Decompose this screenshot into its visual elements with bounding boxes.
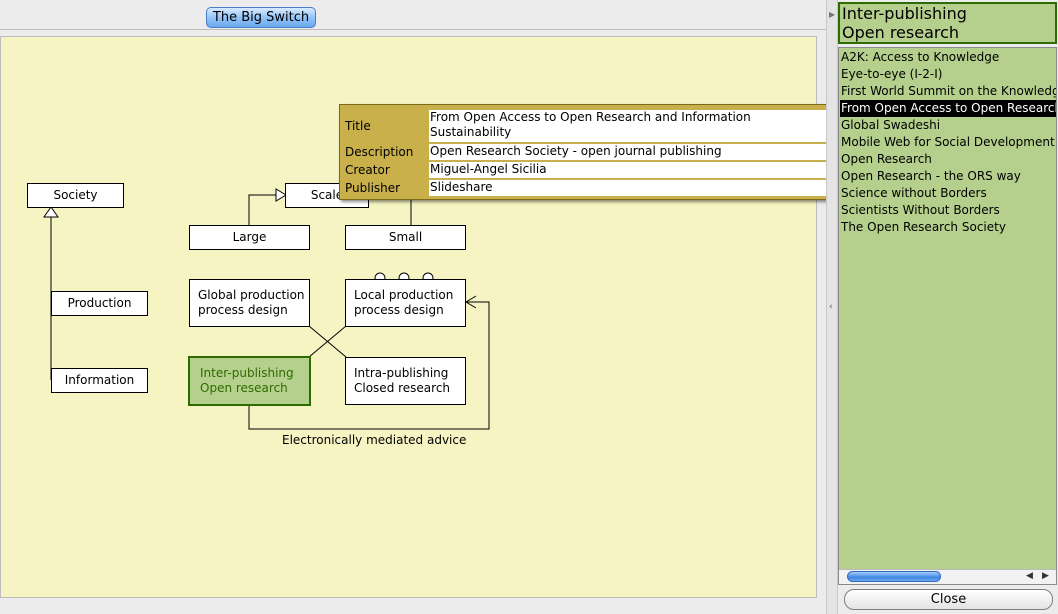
list-item[interactable]: The Open Research Society [841,220,1006,234]
tooltip-publisher-value: Slideshare [429,180,831,196]
scrollbar-thumb[interactable] [847,571,941,582]
panel-splitter[interactable] [826,0,838,614]
tooltip-title-value: From Open Access to Open Research and In… [429,110,831,142]
list-item[interactable]: Mobile Web for Social Development (M [841,135,1057,149]
node-inter-line1: Inter-publishing [200,366,294,380]
node-local-production[interactable]: Local production process design [345,279,466,327]
resource-tooltip: Title From Open Access to Open Research … [339,104,835,200]
edge-label: Electronically mediated advice [282,433,467,447]
node-large-label: Large [232,230,267,244]
list-item[interactable]: Global Swadeshi [841,118,941,132]
node-information-label: Information [64,373,135,387]
node-small-label: Small [388,230,423,244]
tooltip-creator-value: Miguel-Angel Sicilia [429,162,831,178]
list-item-selected[interactable]: From Open Access to Open Research [840,100,1057,117]
panel-title: Inter-publishing Open research [838,2,1057,44]
node-global-line2: process design [198,303,288,317]
tooltip-title-line1: From Open Access to Open Research and In… [430,110,751,124]
node-local-line2: process design [354,303,444,317]
node-inter-publishing[interactable]: Inter-publishing Open research [188,356,311,406]
close-button[interactable]: Close [844,589,1053,610]
list-item[interactable]: A2K: Access to Knowledge [841,50,1000,64]
node-information[interactable]: Information [51,368,148,393]
node-intra-line2: Closed research [354,381,451,395]
node-scale-label: Scale [310,188,344,202]
resource-list[interactable]: A2K: Access to Knowledge Eye-to-eye (I-2… [838,47,1057,585]
tab-the-big-switch[interactable]: The Big Switch [206,7,316,28]
list-item[interactable]: Eye-to-eye (I-2-I) [841,67,943,81]
node-intra-publishing[interactable]: Intra-publishing Closed research [345,357,466,405]
list-item[interactable]: Scientists Without Borders [841,203,1000,217]
node-production-label: Production [67,296,132,310]
tooltip-title-line2: Sustainability [430,125,512,139]
splitter-collapse-icon[interactable]: ▶ [829,10,836,19]
tooltip-description-value: Open Research Society - open journal pub… [429,144,831,160]
tab-bar [0,0,826,30]
node-intra-line1: Intra-publishing [354,366,449,380]
node-inter-line2: Open research [200,381,288,395]
panel-title-line1: Inter-publishing [842,4,967,23]
list-item[interactable]: Open Research [841,152,932,166]
node-global-production[interactable]: Global production process design [189,279,310,327]
list-item[interactable]: First World Summit on the Knowledge [841,84,1057,98]
list-item[interactable]: Open Research - the ORS way [841,169,1021,183]
tooltip-description-label: Description [345,145,414,159]
tooltip-title-label: Title [345,119,371,133]
tooltip-publisher-label: Publisher [345,181,401,195]
node-production[interactable]: Production [51,291,148,316]
list-item[interactable]: Science without Borders [841,186,987,200]
node-local-line1: Local production [354,288,454,302]
node-society[interactable]: Society [27,183,124,208]
node-global-line1: Global production [198,288,305,302]
node-society-label: Society [53,188,98,202]
splitter-grip-icon: ‹ [829,302,833,312]
tooltip-creator-label: Creator [345,163,390,177]
node-small[interactable]: Small [345,225,466,250]
panel-title-line2: Open research [842,23,960,42]
scroll-left-icon[interactable]: ◀ [1026,571,1033,581]
scroll-right-icon[interactable]: ▶ [1042,571,1049,581]
node-large[interactable]: Large [189,225,310,250]
